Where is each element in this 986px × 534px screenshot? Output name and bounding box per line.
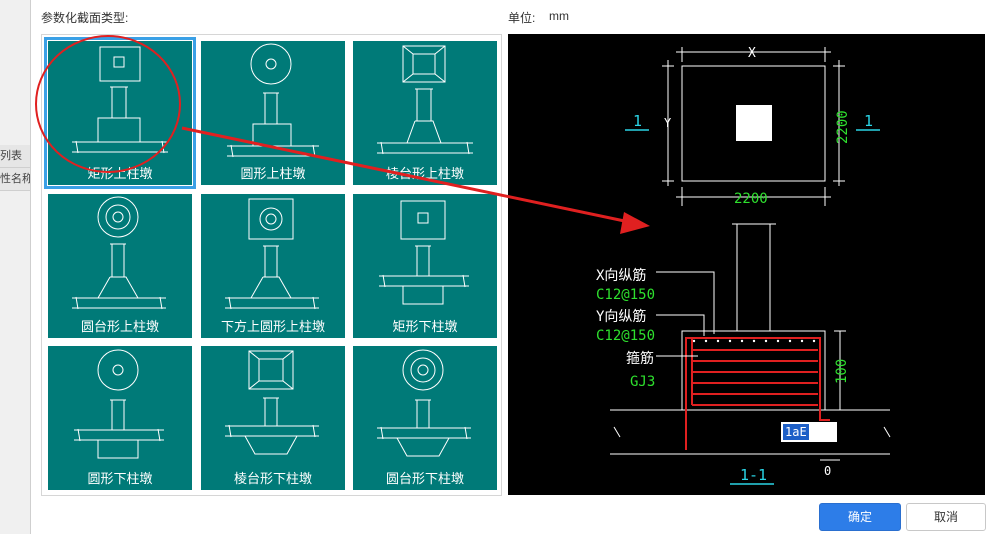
- section-item-label: 圆形上柱墩: [240, 166, 306, 181]
- section-mark-right: 1: [864, 112, 873, 130]
- section-view: [610, 223, 891, 461]
- prism-bottom-pier-icon: [225, 350, 319, 455]
- y-rebar-value: C12@150: [596, 328, 655, 344]
- section-item-label: 矩形下柱墩: [392, 319, 458, 334]
- unit-label: 单位:: [508, 11, 536, 25]
- section-item-label: 棱台形下柱墩: [233, 471, 312, 486]
- rebar-dots: [692, 339, 816, 343]
- section-item-prism-bottom[interactable]: 棱台形下柱墩: [201, 346, 345, 490]
- section-item-label: 圆台形下柱墩: [385, 471, 464, 486]
- section-type-grid: 矩形上柱墩 圆形上柱墩 棱台形上柱墩: [41, 34, 502, 496]
- frustum-bottom-pier-icon: [377, 349, 471, 457]
- section-mark-left: 1: [633, 112, 642, 130]
- unit-value: mm: [549, 9, 569, 23]
- dim-bottom-label: 2200: [734, 191, 768, 207]
- circle-bottom-pier-icon: [74, 349, 164, 459]
- dim-zero-label: 0: [824, 464, 831, 478]
- section-item-circle-bottom[interactable]: 圆形下柱墩: [48, 346, 192, 490]
- section-item-frustum-bottom[interactable]: 圆台形下柱墩: [353, 346, 497, 490]
- side-tab-list[interactable]: 列表: [0, 145, 30, 168]
- section-preview: X Y 2200 2200 1 1: [508, 34, 985, 495]
- section-item-label: 圆形下柱墩: [87, 471, 153, 486]
- cancel-button[interactable]: 取消: [906, 503, 986, 531]
- stirrup-label: 箍筋: [626, 350, 654, 367]
- section-item-label: 下方上圆形上柱墩: [220, 319, 325, 334]
- rebar-cage: [685, 337, 830, 450]
- side-tab-property-name[interactable]: 性名称: [0, 168, 30, 191]
- section-item-square-round-top[interactable]: 下方上圆形上柱墩: [201, 194, 345, 338]
- x-rebar-label: X向纵筋: [596, 267, 646, 284]
- leader-lines: [656, 271, 715, 357]
- dim-height-label: 100: [834, 359, 850, 384]
- dim-x-label: X: [748, 46, 756, 61]
- dim-right-label: 2200: [835, 110, 851, 144]
- section-item-label: 矩形上柱墩: [87, 166, 153, 181]
- y-rebar-label: Y向纵筋: [596, 308, 646, 325]
- section-item-rect-top[interactable]: 矩形上柱墩: [44, 37, 196, 189]
- plan-view: [662, 47, 845, 206]
- section-item-frustum-top[interactable]: 圆台形上柱墩: [48, 194, 192, 338]
- confirm-button[interactable]: 确定: [819, 503, 901, 531]
- x-rebar-value: C12@150: [596, 287, 655, 303]
- section-item-label: 棱台形上柱墩: [385, 166, 464, 181]
- stirrup-value: GJ3: [630, 374, 655, 390]
- section-item-label: 圆台形上柱墩: [80, 319, 159, 334]
- frustum-top-pier-icon: [72, 196, 166, 310]
- section-type-label: 参数化截面类型:: [41, 11, 129, 25]
- anchor-length-value: 1aE: [783, 424, 809, 440]
- section-title: 1-1: [740, 466, 767, 484]
- side-panel: 列表 性名称: [0, 0, 31, 534]
- section-item-circle-top[interactable]: 圆形上柱墩: [201, 41, 345, 185]
- anchor-length-input[interactable]: 1aE: [781, 422, 837, 442]
- dim-y-label: Y: [664, 116, 672, 130]
- section-item-rect-bottom[interactable]: 矩形下柱墩: [353, 194, 497, 338]
- column-plan-square: [736, 105, 772, 141]
- section-item-prism-top[interactable]: 棱台形上柱墩: [353, 41, 497, 185]
